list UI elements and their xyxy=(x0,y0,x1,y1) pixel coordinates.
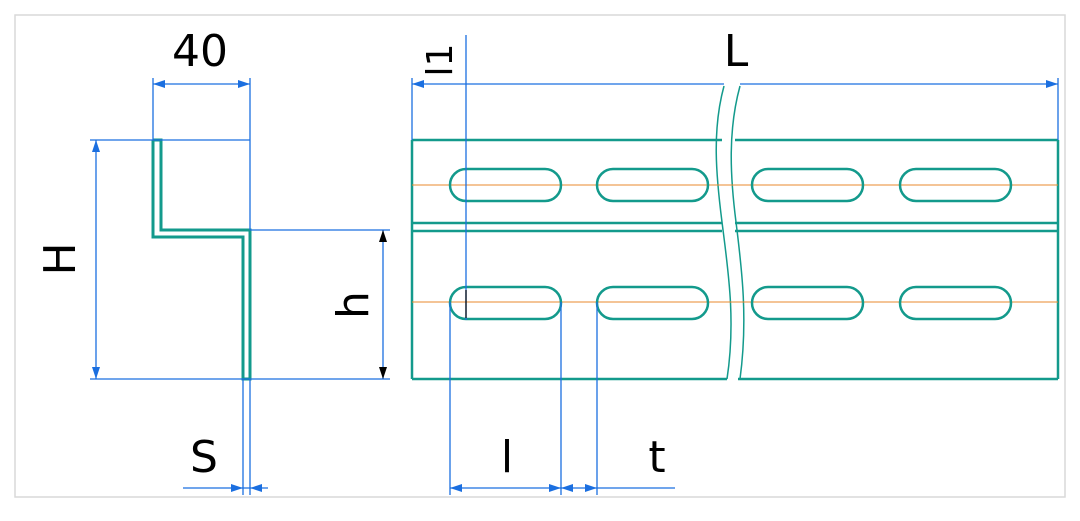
arrow-40-left xyxy=(153,80,165,88)
arrow-h-top xyxy=(379,230,387,242)
arrow-t-right xyxy=(585,484,597,492)
break-line-left xyxy=(715,85,732,380)
label-L: L xyxy=(724,26,749,77)
label-l: l xyxy=(501,432,513,483)
arrow-H-bottom xyxy=(92,367,100,379)
arrow-L-left xyxy=(412,80,424,88)
label-l1: l1 xyxy=(420,44,461,77)
break-line-right xyxy=(730,85,745,380)
profile-outer-line xyxy=(151,138,252,381)
label-40: 40 xyxy=(172,26,228,77)
slot-top-2 xyxy=(595,167,710,203)
label-h: h xyxy=(328,291,379,319)
arrow-S-left xyxy=(231,484,243,492)
centerlines xyxy=(412,184,1058,303)
dimension-arrows xyxy=(92,80,1058,492)
label-t: t xyxy=(648,432,665,483)
slot-bottom-2 xyxy=(595,285,710,321)
drawing-frame xyxy=(14,14,1066,498)
arrow-t-left xyxy=(561,484,573,492)
label-S: S xyxy=(190,432,218,483)
arrow-L-right xyxy=(1046,80,1058,88)
arrow-h-bottom xyxy=(379,367,387,379)
dimension-lines xyxy=(90,35,1059,495)
label-H: H xyxy=(35,242,86,275)
side-profile xyxy=(151,138,252,381)
arrow-l-left xyxy=(450,484,462,492)
arrow-40-right xyxy=(238,80,250,88)
rail-front-view xyxy=(410,138,1060,381)
break-lines xyxy=(715,85,745,380)
arrow-H-top xyxy=(92,140,100,152)
slot-bottom-3 xyxy=(750,285,865,321)
slot-top-4 xyxy=(898,167,1013,203)
slot-top-3 xyxy=(750,167,865,203)
arrow-l-right xyxy=(549,484,561,492)
slot-bottom-4 xyxy=(898,285,1013,321)
arrow-S-right xyxy=(250,484,262,492)
slot-top-1 xyxy=(448,167,563,203)
